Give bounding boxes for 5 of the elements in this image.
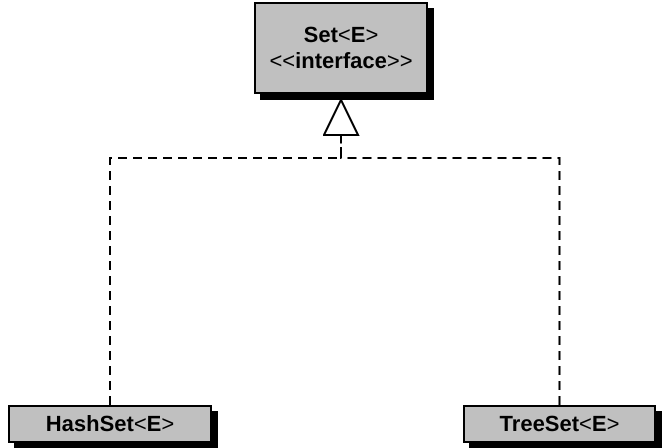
dashed-arrow xyxy=(323,99,560,405)
class-name: TreeSet<E> xyxy=(500,410,620,438)
class-name: Set<E> xyxy=(304,22,378,48)
class-name: HashSet<E> xyxy=(46,410,174,438)
stereotype-label: <<interface>> xyxy=(269,48,413,74)
